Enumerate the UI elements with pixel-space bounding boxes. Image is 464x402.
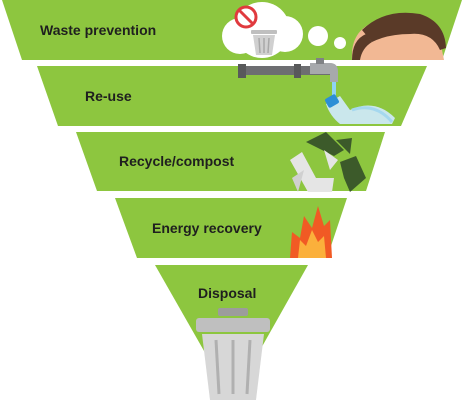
tier-label: Disposal xyxy=(198,285,256,301)
tier-label: Waste prevention xyxy=(40,22,156,38)
tier-band xyxy=(115,198,347,258)
tier-band xyxy=(155,265,308,400)
tier-disposal: Disposal xyxy=(155,265,308,400)
tier-energy-recovery: Energy recovery xyxy=(115,198,347,258)
tap-refilling-bottle-icon xyxy=(238,58,395,124)
trash-can-icon xyxy=(251,30,277,55)
trash-bin-icon xyxy=(196,308,270,400)
tier-label: Re-use xyxy=(85,88,132,104)
recycle-arrows-icon xyxy=(290,132,366,192)
bottle-icon xyxy=(325,94,395,124)
tier-label: Recycle/compost xyxy=(119,153,234,169)
thinking-person-no-trash-icon xyxy=(222,2,446,60)
flame-icon xyxy=(290,206,332,258)
water-stream xyxy=(332,82,336,100)
no-sign-icon xyxy=(234,5,258,29)
faucet xyxy=(310,63,338,82)
person-head xyxy=(351,12,446,60)
tier-label: Energy recovery xyxy=(152,220,262,236)
pipe xyxy=(238,66,332,75)
